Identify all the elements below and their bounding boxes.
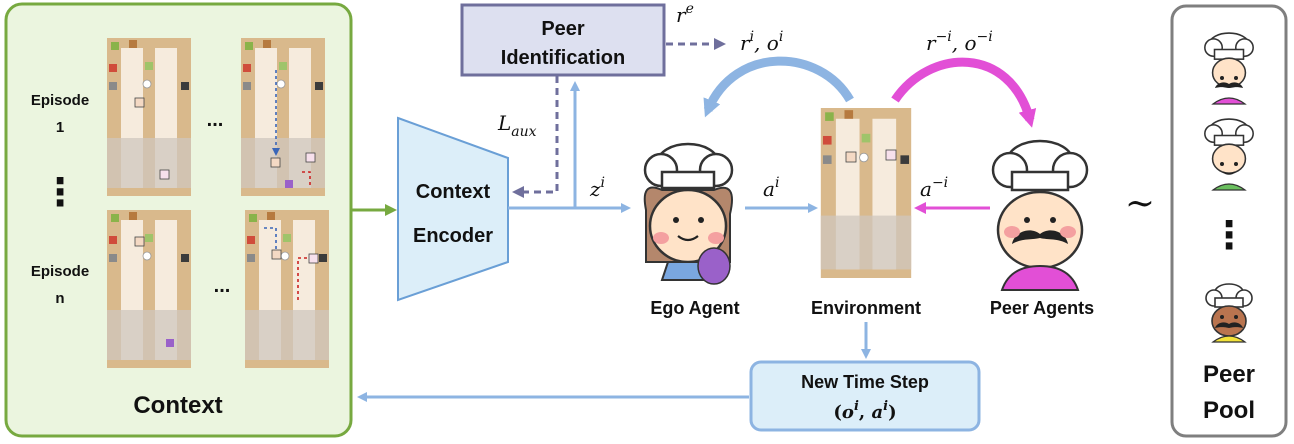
z-label: zi — [589, 175, 605, 201]
r-o-ego-label: ri, oi — [740, 29, 783, 55]
new-time-step: New Time Step (oi, ai) — [749, 360, 981, 432]
formula-o-sup: i — [854, 399, 859, 414]
episode-n-number: n — [55, 290, 64, 307]
episode-1-number: 1 — [56, 119, 64, 136]
episode-n-last-frame — [244, 210, 330, 368]
formula-close-paren: ) — [888, 402, 897, 423]
new-time-step-title: New Time Step — [801, 372, 929, 392]
new-time-step-formula: (oi, ai) — [833, 399, 896, 423]
a-ego-label: ai — [763, 175, 779, 201]
environment-label: Environment — [811, 298, 921, 318]
context-encoder: Context Encoder — [397, 116, 509, 302]
context-encoder-line1: Context — [416, 181, 491, 203]
formula-a: a — [871, 402, 883, 423]
peer-pool-line1: Peer — [1203, 361, 1255, 388]
formula-o: o — [842, 402, 854, 423]
peer-identification-line1: Peer — [541, 18, 585, 40]
peer-identification: Peer Identification — [460, 3, 666, 77]
peer-agent-icon — [991, 139, 1089, 291]
formula-a-sup: i — [883, 399, 888, 414]
episode-n-label: Episode — [31, 263, 89, 280]
pool-chef-3-icon — [1205, 283, 1253, 343]
context-title: Context — [133, 392, 222, 419]
r-peer-sup: −i — [936, 29, 952, 45]
peer-agents-label: Peer Agents — [990, 298, 1094, 318]
r-ego-sup: i — [750, 29, 754, 45]
a-ego-sup: i — [775, 175, 779, 191]
onion-icon — [697, 247, 731, 285]
peer-pool-frame — [1170, 4, 1288, 438]
context-panel: Episode 1 Episode n ⋮ ... ... — [4, 2, 353, 438]
peer-pool-line2: Pool — [1203, 397, 1255, 424]
l-aux-subscript: aux — [511, 124, 536, 140]
r-e-label: re — [676, 1, 694, 27]
z-symbol: z — [589, 177, 601, 201]
o-ego-sup: i — [779, 29, 783, 45]
environment-grid — [820, 108, 912, 278]
tilde-symbol: ∼ — [1125, 183, 1155, 224]
episode-1-label: Episode — [31, 92, 89, 109]
new-time-step-box — [749, 360, 981, 432]
a-peer-sup: −i — [932, 175, 948, 191]
env-to-peers-curved-arrow — [891, 57, 1037, 128]
env-to-ego-curved-arrow — [703, 56, 854, 118]
episode-n-ellipsis: ... — [214, 275, 231, 297]
peer-identification-box — [460, 3, 666, 77]
context-encoder-line2: Encoder — [413, 225, 493, 247]
o-ego-symbol: , o — [754, 31, 779, 55]
o-peer-sup: −i — [977, 29, 993, 45]
episode-1-last-frame — [240, 38, 326, 196]
episode-1-first-frame — [106, 38, 192, 196]
l-aux-symbol: L — [497, 111, 511, 135]
peer-pool-dots: ⋮ — [1210, 215, 1248, 257]
r-peer-symbol: r — [926, 31, 937, 55]
r-e-superscript: e — [686, 1, 694, 17]
a-peer-symbol: a — [920, 177, 932, 201]
episode-1-ellipsis: ... — [207, 109, 224, 131]
r-e-symbol: r — [676, 3, 687, 27]
r-o-peer-label: r−i, o−i — [926, 29, 993, 55]
episodes-vertical-dots: ⋮ — [41, 172, 79, 214]
l-aux-label: Laux — [497, 111, 537, 140]
formula-sep: , — [859, 402, 872, 423]
pool-chef-2-icon — [1204, 118, 1254, 191]
a-ego-symbol: a — [763, 177, 775, 201]
peer-identification-line2: Identification — [501, 47, 625, 69]
r-ego-symbol: r — [740, 31, 751, 55]
formula-open-paren: ( — [833, 402, 842, 423]
z-superscript: i — [601, 175, 605, 191]
pool-chef-1-icon — [1204, 32, 1254, 105]
peer-pool: ⋮ Peer Pool — [1170, 4, 1288, 438]
episode-n-first-frame — [106, 210, 192, 368]
a-peer-label: a−i — [920, 175, 948, 201]
ego-agent-icon — [643, 142, 734, 285]
l-aux-dashed-arrow — [512, 76, 559, 198]
context-encoder-trapezoid — [397, 116, 509, 302]
ego-agent-label: Ego Agent — [650, 298, 739, 318]
o-peer-symbol: , o — [952, 31, 977, 55]
